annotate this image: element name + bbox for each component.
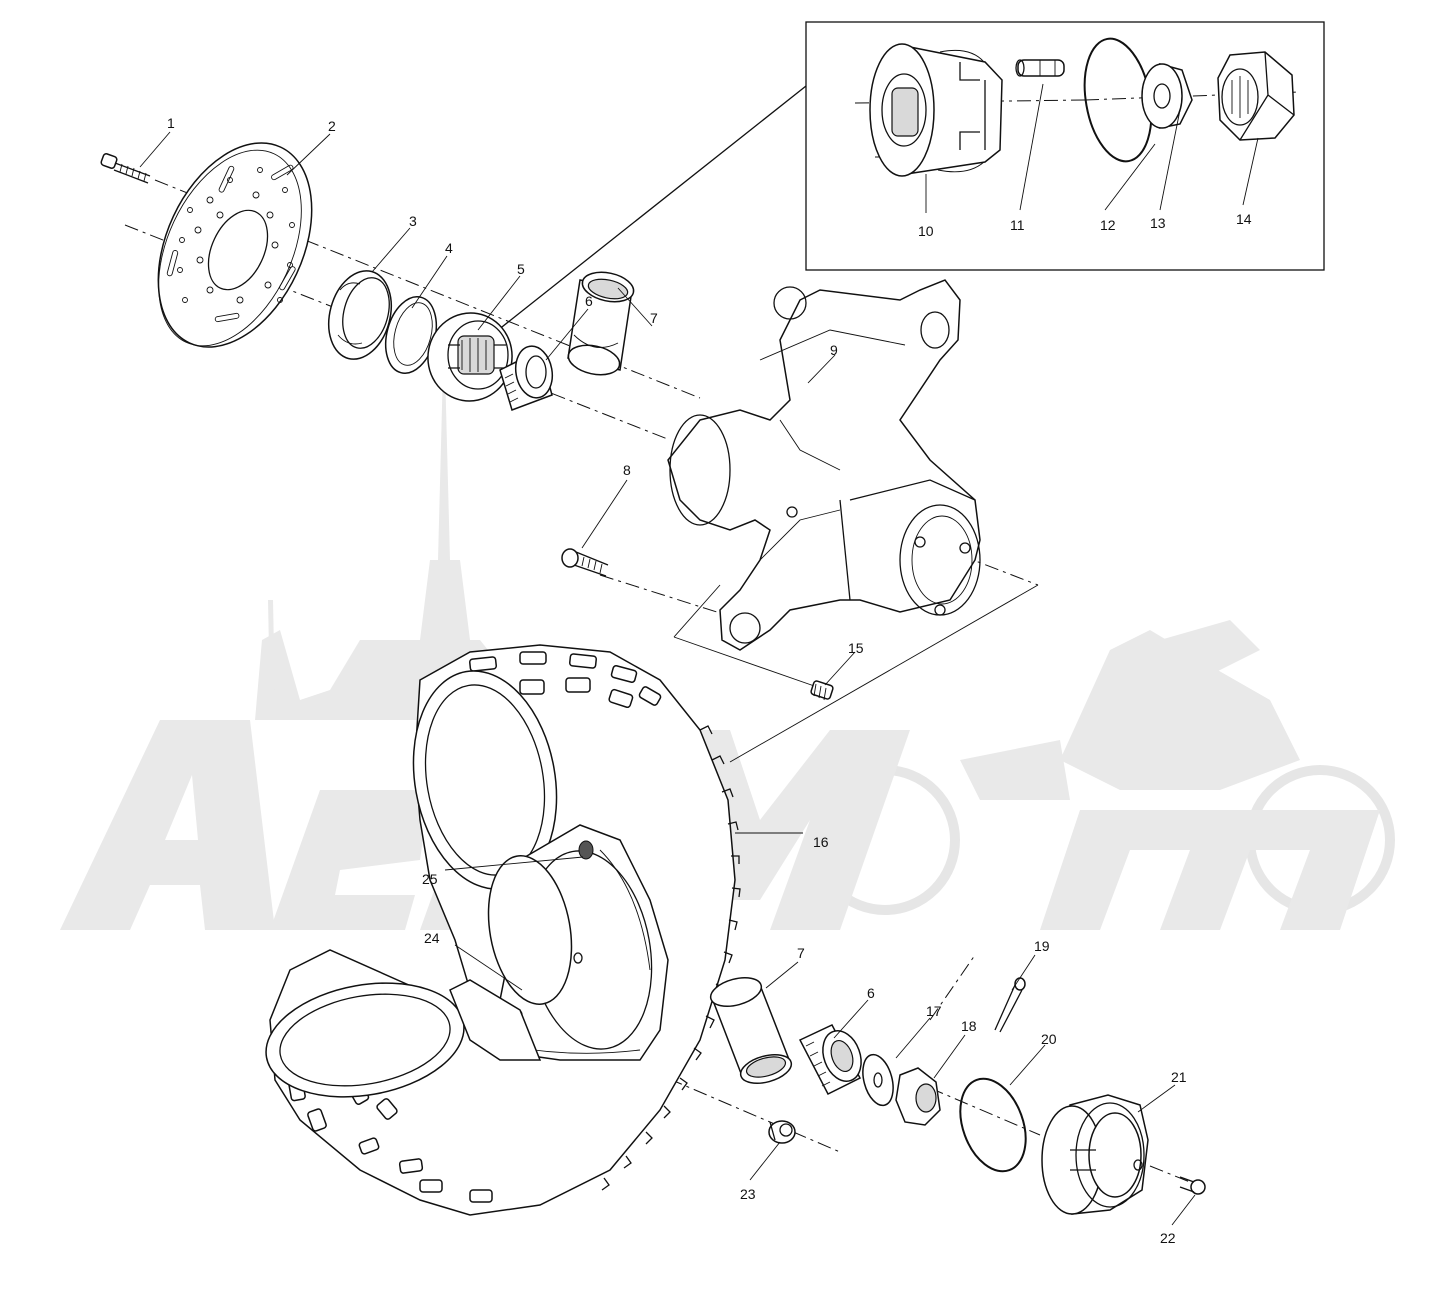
callout-25: 25 — [422, 871, 438, 887]
part-20-o-ring — [959, 1077, 1027, 1173]
part-23-nut — [768, 1120, 796, 1144]
part-19-cotter-pin — [994, 977, 1026, 1033]
part-24-wheel-rim — [265, 670, 669, 1098]
part-17-washer — [862, 1053, 894, 1107]
callout-24: 24 — [424, 930, 440, 946]
callout-16: 16 — [813, 834, 829, 850]
inset-detail-box — [487, 21, 1325, 339]
part-22-screw — [1179, 1176, 1206, 1195]
callout-9: 9 — [830, 342, 838, 358]
part-13-washer — [1141, 63, 1193, 129]
part-15-grease-fitting — [810, 680, 834, 701]
part-6-bearing-lower — [798, 1024, 862, 1096]
callout-7a: 7 — [650, 310, 658, 326]
callout-10: 10 — [918, 223, 934, 239]
callout-21: 21 — [1171, 1069, 1187, 1085]
callout-13: 13 — [1150, 215, 1166, 231]
callout-8: 8 — [623, 462, 631, 478]
part-7-cup-lower — [709, 977, 793, 1084]
callout-labels: 1 2 3 4 5 6 7 8 9 10 11 12 13 14 15 16 7… — [167, 115, 1252, 1246]
callout-5: 5 — [517, 261, 525, 277]
callout-1: 1 — [167, 115, 175, 131]
part-5-hub-clutch — [427, 312, 513, 402]
callout-19: 19 — [1034, 938, 1050, 954]
part-8-bolt — [561, 548, 609, 577]
part-14-hex-nut — [1217, 51, 1295, 141]
callout-14: 14 — [1236, 211, 1252, 227]
callout-12: 12 — [1100, 217, 1116, 233]
callout-17: 17 — [926, 1003, 942, 1019]
part-9-spindle-knuckle — [667, 279, 981, 651]
callout-6b: 6 — [867, 985, 875, 1001]
part-6-bearing-upper — [499, 345, 554, 411]
callout-22: 22 — [1160, 1230, 1176, 1246]
callout-18: 18 — [961, 1018, 977, 1034]
callout-20: 20 — [1041, 1031, 1057, 1047]
part-10-clutch-housing — [869, 43, 1003, 177]
callout-15: 15 — [848, 640, 864, 656]
part-18-castle-nut — [895, 1067, 941, 1126]
callout-6a: 6 — [585, 293, 593, 309]
part-7-cup-upper — [567, 271, 635, 376]
callout-7b: 7 — [797, 945, 805, 961]
part-3-seal — [328, 270, 392, 360]
leader-lines — [139, 83, 1259, 1226]
callout-4: 4 — [445, 240, 453, 256]
callout-2: 2 — [328, 118, 336, 134]
callout-11: 11 — [1010, 217, 1025, 233]
part-21-hub-cap — [1041, 1094, 1149, 1215]
part-2-brake-disc — [157, 142, 313, 348]
callout-3: 3 — [409, 213, 417, 229]
part-1-bolt — [100, 153, 151, 184]
part-11-pin — [1015, 59, 1065, 77]
callout-23: 23 — [740, 1186, 756, 1202]
